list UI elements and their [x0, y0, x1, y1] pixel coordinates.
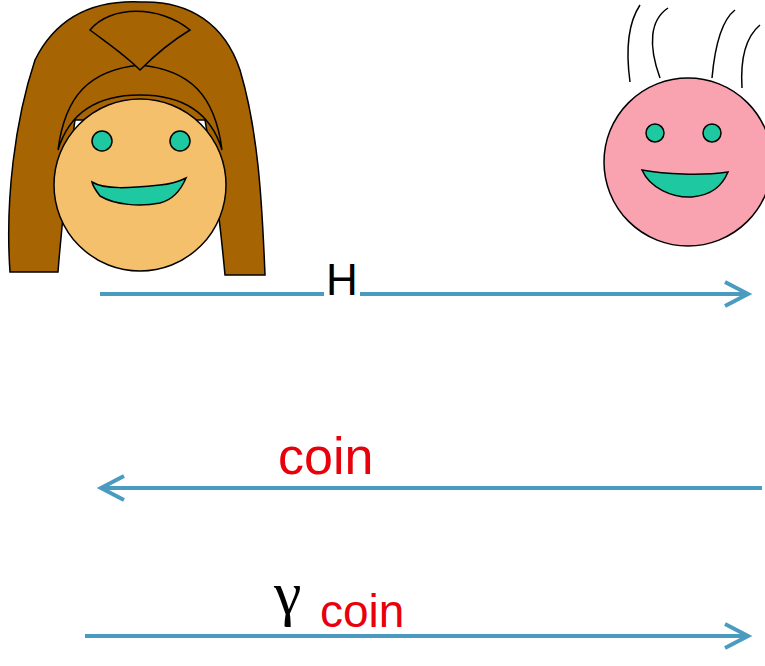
message-label: coin	[276, 430, 375, 482]
alice-figure	[9, 2, 265, 275]
subscript-label: coin	[318, 588, 406, 634]
message-arrows	[85, 282, 762, 648]
bob-figure	[604, 5, 765, 246]
message-label: H	[324, 258, 360, 302]
symbol-label: γ	[272, 562, 303, 624]
